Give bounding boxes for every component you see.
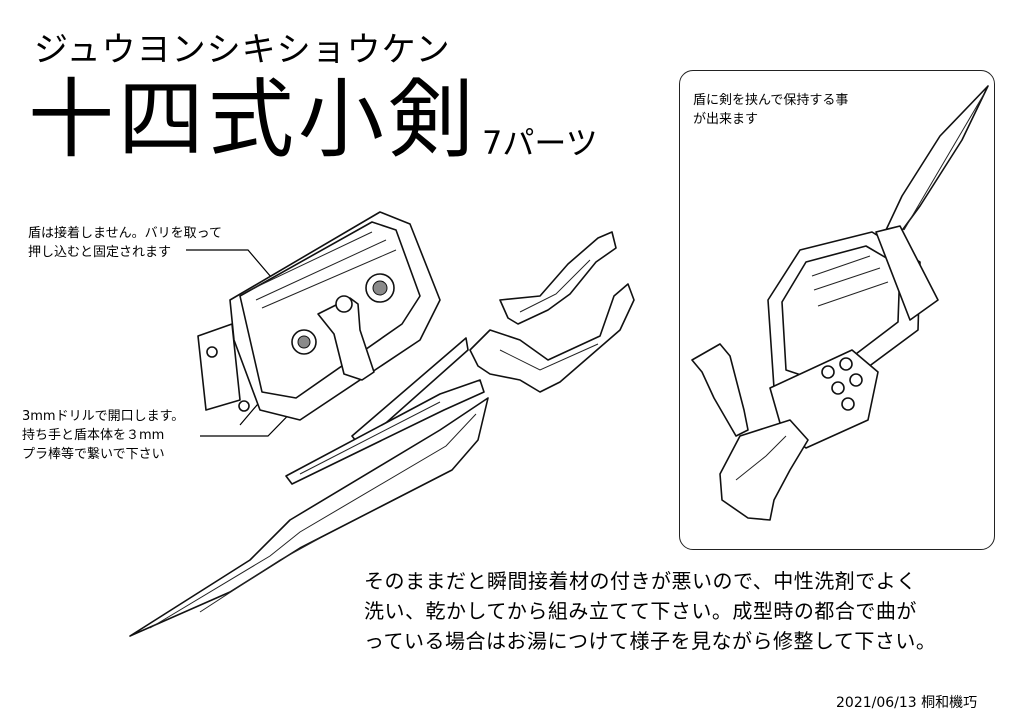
drill-note: 3mmドリルで開口します。 持ち手と盾本体を３mm プラ棒等で繋いで下さい bbox=[22, 407, 184, 464]
assembled-view bbox=[691, 85, 989, 521]
panel-note: 盾に剣を挟んで保持する事 が出来ます bbox=[693, 91, 848, 129]
handle-part bbox=[499, 231, 617, 325]
drill-note-line: プラ棒等で繋いで下さい bbox=[22, 447, 165, 462]
panel-note-line: が出来ます bbox=[693, 112, 759, 127]
title-furigana: ジュウヨンシキショウケン bbox=[34, 30, 451, 70]
drill-note-line: 持ち手と盾本体を３mm bbox=[22, 428, 165, 443]
footer-date-author: 2021/06/13 桐和機巧 bbox=[836, 695, 978, 711]
panel-note-line: 盾に剣を挟んで保持する事 bbox=[693, 93, 849, 108]
shield-note-line: 押し込むと固定されます bbox=[28, 245, 172, 260]
guard-part bbox=[469, 283, 635, 393]
shield-note: 盾は接着しません。バリを取って 押し込むと固定されます bbox=[28, 224, 222, 262]
instruction-line: そのままだと瞬間接着材の付きが悪いので、中性洗剤でよく bbox=[364, 569, 917, 593]
parts-count: 7パーツ bbox=[482, 124, 598, 162]
assembled-view-panel bbox=[679, 70, 995, 550]
assembly-instructions: そのままだと瞬間接着材の付きが悪いので、中性洗剤でよく 洗い、乾かしてから組み立… bbox=[364, 566, 936, 656]
instruction-line: っている場合はお湯につけて様子を見ながら修整して下さい。 bbox=[364, 629, 937, 653]
main-blade-part bbox=[129, 397, 489, 637]
shield-part bbox=[197, 211, 441, 421]
shield-note-line: 盾は接着しません。バリを取って bbox=[28, 226, 222, 241]
page-title: 十四式小剣 bbox=[28, 70, 478, 170]
mid-blade-part bbox=[285, 379, 485, 485]
instruction-line: 洗い、乾かしてから組み立てて下さい。成型時の都合で曲が bbox=[364, 599, 917, 623]
drill-note-line: 3mmドリルで開口します。 bbox=[22, 409, 185, 424]
